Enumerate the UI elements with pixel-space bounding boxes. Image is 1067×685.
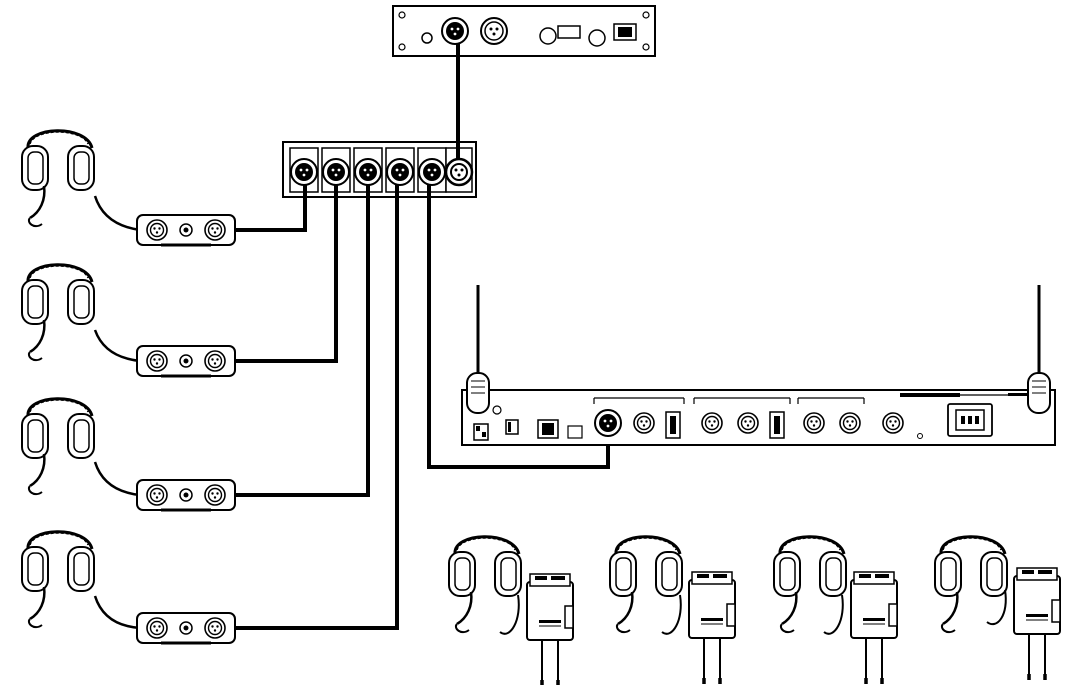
splitter-port-4 xyxy=(387,159,413,185)
headset-icon xyxy=(22,532,94,627)
base-xlr-intercom xyxy=(595,410,621,436)
headset-icon xyxy=(22,265,94,360)
headset-icon xyxy=(449,537,521,632)
antenna-right xyxy=(1028,285,1050,413)
headset-icon xyxy=(22,399,94,494)
belt-station xyxy=(137,346,235,376)
headset-icon xyxy=(774,537,846,632)
wireless-beltpack xyxy=(689,572,735,684)
wireless-beltpack xyxy=(851,572,897,684)
cable-splitter-to-station-2 xyxy=(225,185,336,361)
headset-icon xyxy=(22,131,94,226)
splitter-port-1 xyxy=(291,159,317,185)
panel-xlr-out xyxy=(442,18,468,44)
wired-user-2 xyxy=(22,265,235,376)
splitter-port-2 xyxy=(323,159,349,185)
wireless-base-station xyxy=(462,285,1055,445)
wired-user-4 xyxy=(22,532,235,643)
wireless-user-1 xyxy=(449,537,573,685)
master-station-panel xyxy=(393,6,655,56)
splitter-box xyxy=(283,142,476,197)
panel-xlr-in xyxy=(481,18,507,44)
antenna-left xyxy=(467,285,489,413)
cable-splitter-to-station-4 xyxy=(225,185,397,628)
splitter-port-6 xyxy=(446,159,472,185)
wired-user-1 xyxy=(22,131,235,245)
wireless-beltpack xyxy=(1014,568,1060,680)
splitter-port-5 xyxy=(419,159,445,185)
wireless-user-2 xyxy=(610,537,735,684)
belt-station xyxy=(137,613,235,643)
splitter-port-3 xyxy=(355,159,381,185)
wireless-beltpack xyxy=(527,574,573,685)
headset-icon xyxy=(610,537,682,632)
wireless-user-4 xyxy=(935,537,1060,680)
wired-user-3 xyxy=(22,399,235,510)
panel-jack-icon xyxy=(422,33,432,43)
belt-station xyxy=(137,480,235,510)
belt-station xyxy=(137,215,235,245)
cables xyxy=(225,44,608,628)
wireless-user-3 xyxy=(774,537,897,684)
power-inlet-icon xyxy=(948,404,992,436)
headset-icon xyxy=(935,537,1007,632)
